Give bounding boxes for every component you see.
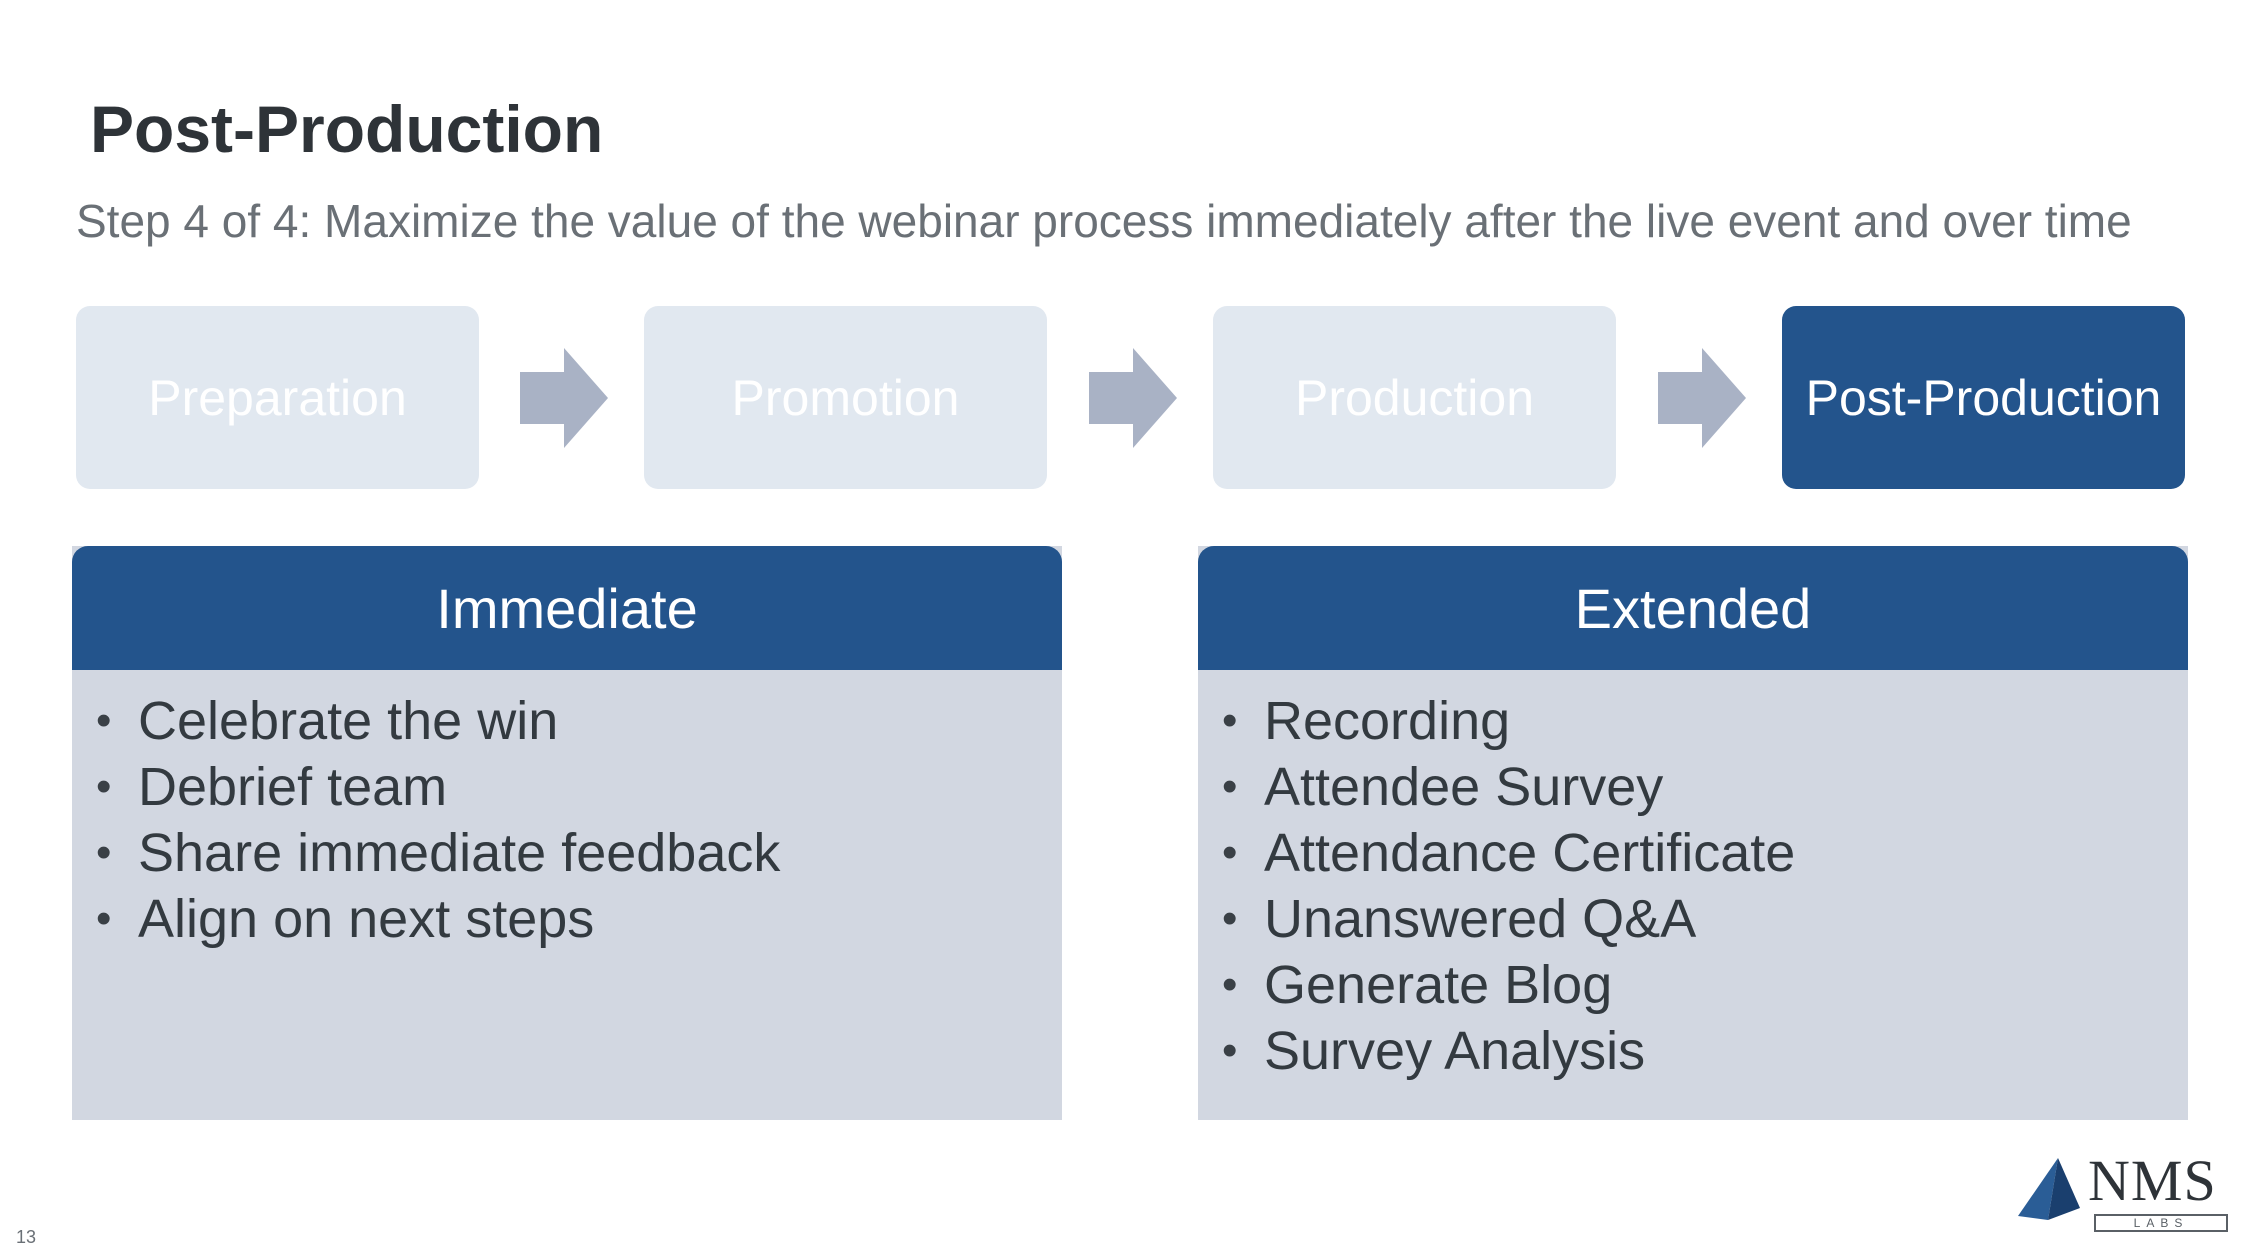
list-item: Unanswered Q&A [1198, 886, 2188, 952]
arrow-right-icon [1658, 348, 1746, 448]
extended-panel-header: Extended [1198, 546, 2188, 670]
step-promotion: Promotion [644, 306, 1047, 489]
immediate-panel-header: Immediate [72, 546, 1062, 670]
list-item: Debrief team [72, 754, 1062, 820]
step-production: Production [1213, 306, 1616, 489]
slide-title: Post-Production [90, 92, 604, 166]
extended-list: Recording Attendee Survey Attendance Cer… [1198, 670, 2188, 1084]
immediate-panel: Immediate Celebrate the win Debrief team… [72, 546, 1062, 1120]
step-post-production: Post-Production [1782, 306, 2185, 489]
list-item: Share immediate feedback [72, 820, 1062, 886]
extended-panel: Extended Recording Attendee Survey Atten… [1198, 546, 2188, 1120]
list-item: Recording [1198, 688, 2188, 754]
logo-name: NMS [2088, 1148, 2217, 1213]
list-item: Celebrate the win [72, 688, 1062, 754]
arrow-right-icon [520, 348, 608, 448]
immediate-list: Celebrate the win Debrief team Share imm… [72, 670, 1062, 952]
arrow-right-icon [1089, 348, 1177, 448]
list-item: Align on next steps [72, 886, 1062, 952]
list-item: Generate Blog [1198, 952, 2188, 1018]
list-item: Attendee Survey [1198, 754, 2188, 820]
pyramid-icon [2018, 1158, 2080, 1220]
list-item: Attendance Certificate [1198, 820, 2188, 886]
list-item: Survey Analysis [1198, 1018, 2188, 1084]
logo-subtitle: LABS [2094, 1214, 2228, 1232]
step-preparation: Preparation [76, 306, 479, 489]
slide-subtitle: Step 4 of 4: Maximize the value of the w… [76, 195, 2132, 247]
page-number: 13 [16, 1227, 37, 1247]
nms-labs-logo: NMS LABS [2018, 1152, 2232, 1236]
